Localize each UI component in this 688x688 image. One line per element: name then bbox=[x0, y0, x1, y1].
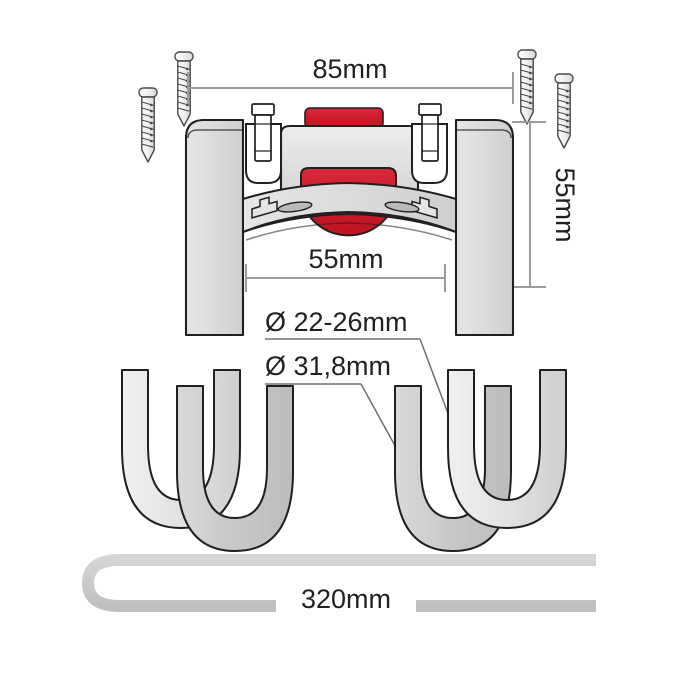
callout-tube-range: Ø 22-26mm bbox=[265, 307, 474, 481]
ubolt-left-inner bbox=[176, 385, 294, 552]
bolt-left bbox=[251, 103, 275, 162]
screw-left-short bbox=[138, 87, 158, 163]
dimension-clamp-55mm: 55mm bbox=[245, 244, 446, 292]
screw-right-long bbox=[517, 49, 537, 125]
bolt-right bbox=[418, 103, 442, 162]
dimension-strap-label: 320mm bbox=[301, 584, 391, 614]
ubolt-right-outer bbox=[447, 369, 567, 529]
bracket-left-arm bbox=[184, 118, 245, 337]
dimension-width-label: 85mm bbox=[312, 54, 387, 84]
arc-teeth bbox=[251, 196, 438, 219]
dimension-width-85mm: 85mm bbox=[187, 54, 514, 104]
dimension-strap-320mm: 320mm bbox=[276, 580, 416, 614]
callout-tube-range-label: Ø 22-26mm bbox=[265, 307, 408, 337]
bracket-assembly bbox=[184, 103, 515, 337]
bracket-right-arm bbox=[454, 118, 515, 337]
dimension-height-label: 55mm bbox=[550, 167, 580, 242]
clamp-arc-rim-inner bbox=[245, 222, 453, 241]
clamp-arc-rim bbox=[242, 212, 457, 233]
screw-right-short bbox=[554, 73, 574, 149]
arc-slots bbox=[277, 201, 420, 213]
dimension-height-55mm: 55mm bbox=[512, 121, 580, 288]
callout-tube-large: Ø 31,8mm bbox=[265, 351, 448, 541]
strap-band-320mm bbox=[81, 554, 596, 612]
callout-tube-large-label: Ø 31,8mm bbox=[265, 351, 391, 381]
ubolt-left-outer bbox=[121, 369, 241, 529]
dimension-clamp-label: 55mm bbox=[308, 244, 383, 274]
